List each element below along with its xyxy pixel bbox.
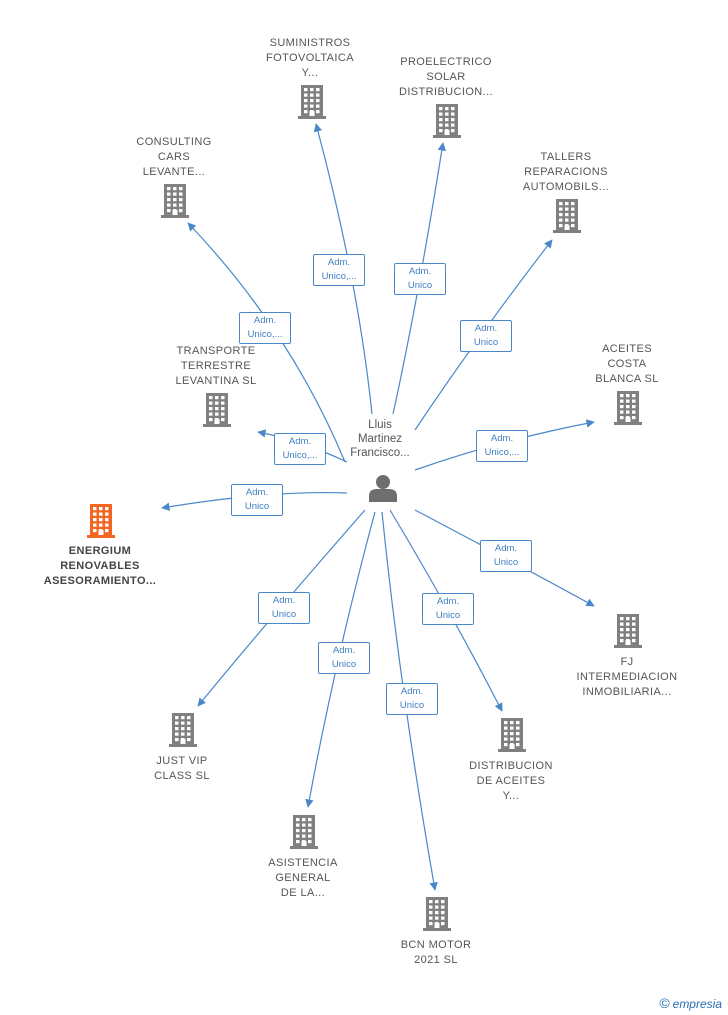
role-label-transporte[interactable]: Adm.Unico,...: [274, 433, 326, 465]
building-icon-asistencia[interactable]: [290, 815, 318, 849]
center-person-name[interactable]: Lluis Martinez Francisco...: [350, 419, 410, 459]
building-icon-talleres[interactable]: [553, 199, 581, 233]
role-label-energium[interactable]: Adm.Unico: [231, 484, 283, 516]
building-icon-transporte[interactable]: [203, 393, 231, 427]
role-label-aceites[interactable]: Adm.Unico,...: [476, 430, 528, 462]
role-label-consulting[interactable]: Adm.Unico,...: [239, 312, 291, 344]
building-icon-justvip[interactable]: [169, 713, 197, 747]
building-icon-energium[interactable]: [87, 504, 115, 538]
building-icon-distribucion[interactable]: [498, 718, 526, 752]
role-label-proelectrico[interactable]: Adm.Unico: [394, 263, 446, 295]
building-icon-aceites[interactable]: [614, 391, 642, 425]
building-icon-consulting[interactable]: [161, 184, 189, 218]
brand-logo: ©empresia: [659, 995, 722, 1011]
building-icon-fj[interactable]: [614, 614, 642, 648]
role-label-talleres[interactable]: Adm.Unico: [460, 320, 512, 352]
role-label-suministros[interactable]: Adm.Unico,...: [313, 254, 365, 286]
building-icon-suministros[interactable]: [298, 85, 326, 119]
building-icon-bcn[interactable]: [423, 897, 451, 931]
role-label-fj[interactable]: Adm.Unico: [480, 540, 532, 572]
building-icon-proelectrico[interactable]: [433, 104, 461, 138]
role-label-asistencia[interactable]: Adm.Unico: [318, 642, 370, 674]
role-label-justvip[interactable]: Adm.Unico: [258, 592, 310, 624]
role-label-bcn[interactable]: Adm.Unico: [386, 683, 438, 715]
person-icon[interactable]: [369, 475, 397, 502]
role-label-distribucion[interactable]: Adm.Unico: [422, 593, 474, 625]
